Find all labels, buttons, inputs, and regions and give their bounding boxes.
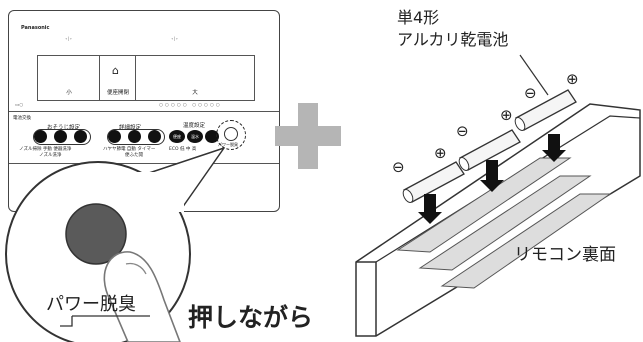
indicator-mark: ∘|∘ [171,37,179,42]
nozzle-clean-button[interactable] [34,130,47,143]
detail-small-labels: ハヤヤ節電 自動 タイマー [103,147,156,152]
cleaning-setting-label: おそうじ設定 [47,125,81,131]
battery-type-line2: アルカリ乾電池 [397,30,509,49]
battery-3 [514,89,577,131]
detail-sub-label: 便ふた開 [125,153,143,158]
water-temp-button[interactable]: 温水 [187,130,203,143]
brand-logo: Panasonic [21,25,50,31]
flush-large-button[interactable]: 大 [135,55,255,101]
led-indicator: ▭○ [15,103,24,108]
seat-icon: ⌂ [112,64,119,77]
minus-marker: ⊖ [524,84,537,102]
divider [9,163,279,164]
power-deodor-label: パワー脱臭 [46,294,136,315]
auto-button[interactable] [128,130,141,143]
manual-button[interactable] [54,130,67,143]
dot-indicators: ○○○○○ ○○○○○ [159,103,222,108]
battery-replace-label: 電池交換 [13,116,31,121]
divider [9,111,279,112]
power-deodor-button-small[interactable] [224,127,238,141]
temp-extra-button[interactable] [205,130,219,143]
finger-icon [103,251,181,342]
plus-marker: ⊕ [434,144,447,162]
minus-marker: ⊖ [456,122,469,140]
big-power-deodor-button [65,203,127,265]
press-while-label: 押しながら [188,303,314,332]
power-save-button[interactable] [108,130,121,143]
flush-small-button[interactable]: 小 [37,55,101,101]
temp-small-labels: ECO 低 中 高 [169,147,197,152]
plus-marker: ⊕ [566,70,579,88]
detail-setting-label: 詳細設定 [119,125,142,131]
seat-temp-button[interactable]: 便座 [169,130,185,143]
timer-button[interactable] [148,130,161,143]
remote-back-label: リモコン裏面 [514,245,616,265]
battery-1 [402,161,465,203]
battery-type-line1: 単4形 [397,8,440,27]
battery-2 [458,129,521,171]
minus-marker: ⊖ [392,158,405,176]
callout-join-mask [104,172,184,212]
bowl-wash-button[interactable] [74,130,87,143]
cleaning-small-labels: ノズル掃除 手動 便器洗浄 [19,147,72,152]
plus-sign-vertical [298,103,318,169]
power-deodor-small-label: パワー脱臭 [218,142,238,147]
plus-marker: ⊕ [500,106,513,124]
indicator-mark: ∘|∘ [65,37,73,42]
nozzle-sub-label: ノズル洗浄 [39,153,62,158]
highlight-circle [216,120,246,150]
temp-setting-label: 温度設定 [183,123,206,129]
